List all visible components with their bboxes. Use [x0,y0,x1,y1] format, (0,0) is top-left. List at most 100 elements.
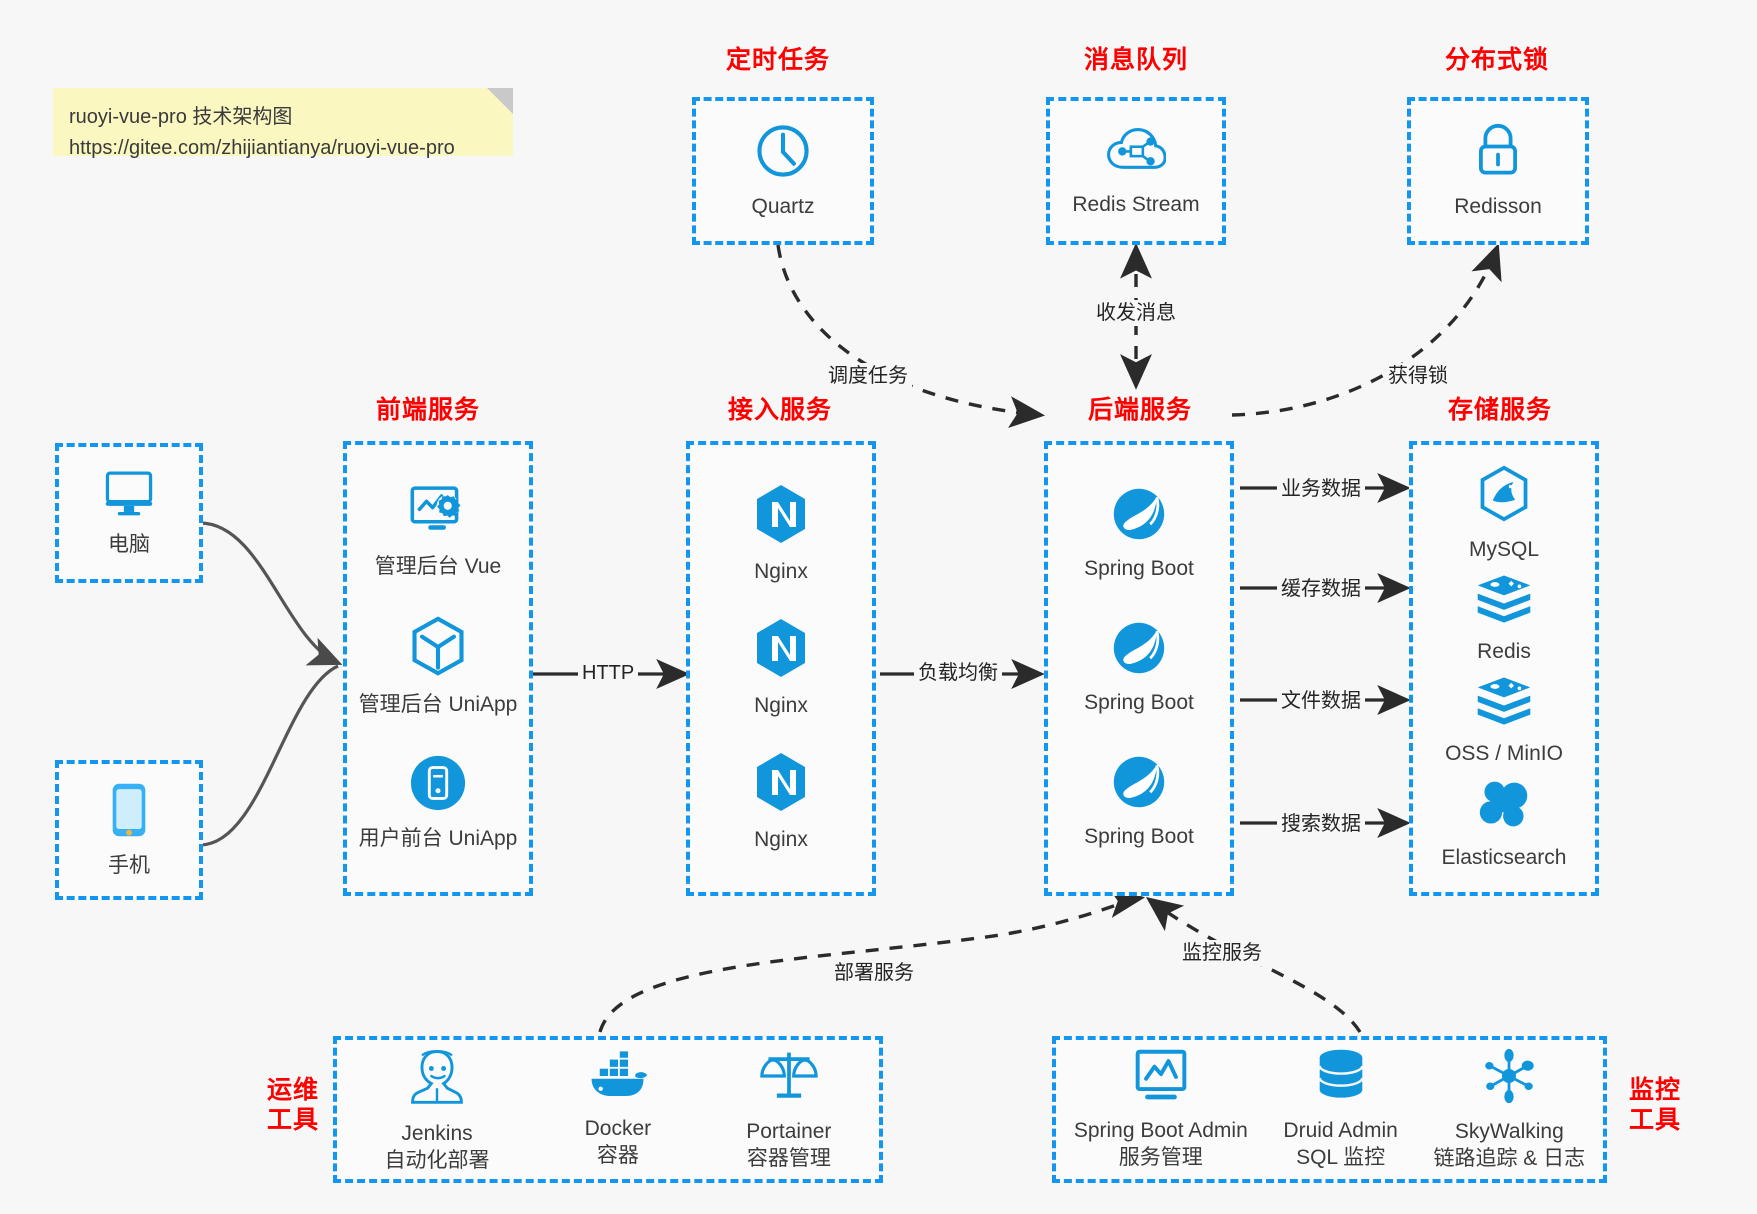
node-spring-boot-3[interactable]: Spring Boot [1084,754,1194,851]
group-storage[interactable]: MySQL Redis [1409,441,1599,896]
node-label: 手机 [108,853,150,877]
edge-label-send-receive-message: 收发消息 [1092,300,1180,326]
edge-label-business-data: 业务数据 [1277,476,1365,502]
node-computer[interactable]: 电脑 [101,468,157,559]
node-label: Docker 容器 [584,1116,652,1167]
node-nginx-2[interactable]: Nginx [753,617,809,720]
node-jenkins[interactable]: Jenkins 自动化部署 [385,1045,490,1175]
node-label: Redis Stream [1072,192,1200,216]
node-docker[interactable]: Docker 容器 [584,1050,652,1170]
node-redisson[interactable]: Redisson [1454,122,1542,221]
node-label: Portainer 容器管理 [746,1119,832,1170]
group-monitoring[interactable]: Spring Boot Admin 服务管理 [1052,1036,1607,1183]
spring-leaf-icon [1111,754,1167,815]
edge-pc-to-frontend [199,521,343,666]
node-label: Spring Boot [1084,691,1194,715]
group-backend[interactable]: Spring Boot Spring Boot Spring Boot [1044,441,1234,896]
node-elasticsearch[interactable]: Elasticsearch [1442,777,1566,872]
node-spring-boot-1[interactable]: Spring Boot [1084,486,1194,583]
node-druid-admin[interactable]: Druid Admin SQL 监控 [1283,1048,1398,1172]
node-nginx-1[interactable]: Nginx [753,483,809,586]
node-label: Nginx [754,694,808,718]
group-client-pc[interactable]: 电脑 [55,443,203,583]
node-label: Druid Admin SQL 监控 [1283,1118,1398,1169]
caption-backend: 后端服务 [1087,396,1192,424]
dashboard-gear-icon [407,484,469,545]
node-label: Quartz [751,194,815,218]
node-label: SkyWalking 链路追踪 & 日志 [1433,1119,1586,1170]
caption-monitoring: 监控 工具 [1628,1076,1681,1134]
node-phone[interactable]: 手机 [108,781,150,880]
redis-stack-icon [1475,675,1533,732]
cube-icon [409,616,467,683]
edge-label-cache-data: 缓存数据 [1277,576,1365,602]
node-quartz[interactable]: Quartz [751,122,815,221]
cloud-node-icon [1106,124,1167,183]
node-admin-vue[interactable]: 管理后台 Vue [375,484,501,581]
mobile-circle-icon [409,754,467,817]
node-nginx-3[interactable]: Nginx [753,751,809,854]
sticky-note: ruoyi-vue-pro 技术架构图 https://gitee.com/zh… [53,88,513,159]
caption-distributed-lock: 分布式锁 [1444,46,1549,74]
group-message-queue[interactable]: Redis Stream [1046,97,1226,245]
edge-monitoring-to-backend [1145,896,1362,1033]
edge-label-http: HTTP [578,660,639,686]
group-devops[interactable]: Jenkins 自动化部署 Docke [333,1036,883,1183]
lock-icon [1471,122,1525,185]
skywalking-node-icon [1480,1047,1538,1110]
node-spring-boot-2[interactable]: Spring Boot [1084,620,1194,717]
caption-frontend: 前端服务 [375,396,480,424]
note-title: ruoyi-vue-pro 技术架构图 [69,106,293,128]
node-label: Redis [1477,640,1531,664]
group-frontend[interactable]: 管理后台 Vue 管理后台 UniApp 用户前台 UniApp [343,441,533,896]
redis-stack-icon [1475,573,1533,630]
jenkins-butler-icon [406,1045,468,1112]
node-label: Spring Boot Admin 服务管理 [1073,1118,1248,1169]
edge-label-file-data: 文件数据 [1277,688,1365,714]
node-label: Jenkins 自动化部署 [384,1121,490,1172]
clock-icon [754,122,812,185]
monitor-chart-icon [1132,1048,1190,1109]
caption-storage: 存储服务 [1447,396,1552,424]
node-oss-minio[interactable]: OSS / MinIO [1445,675,1563,768]
group-scheduled-task[interactable]: Quartz [692,97,874,245]
node-label: Nginx [754,828,808,852]
node-label: Spring Boot [1084,825,1194,849]
spring-leaf-icon [1111,486,1167,547]
node-label: OSS / MinIO [1445,741,1563,765]
scales-balance-icon [760,1047,818,1110]
node-label: Spring Boot [1084,556,1194,580]
smartphone-icon [109,781,149,844]
group-distributed-lock[interactable]: Redisson [1407,97,1589,245]
node-label: Nginx [754,559,808,583]
caption-message-queue: 消息队列 [1083,46,1188,74]
node-mysql[interactable]: MySQL [1469,465,1539,564]
node-admin-uniapp[interactable]: 管理后台 UniApp [359,616,517,719]
spring-leaf-icon [1111,620,1167,681]
node-label: 用户前台 UniApp [358,826,518,850]
elasticsearch-icon [1476,777,1532,836]
nginx-icon [753,483,809,550]
group-gateway[interactable]: Nginx Nginx Nginx [686,441,876,896]
mysql-dolphin-icon [1477,465,1531,528]
desktop-monitor-icon [101,468,157,523]
edge-label-load-balance: 负载均衡 [914,660,1002,686]
node-skywalking[interactable]: SkyWalking 链路追踪 & 日志 [1433,1047,1585,1173]
node-spring-boot-admin[interactable]: Spring Boot Admin 服务管理 [1074,1048,1248,1172]
node-label: 电脑 [108,532,150,556]
node-redis[interactable]: Redis [1475,573,1533,666]
nginx-icon [753,751,809,818]
caption-devops: 运维 工具 [266,1076,319,1134]
node-portainer[interactable]: Portainer 容器管理 [746,1047,831,1173]
node-label: Redisson [1454,194,1542,218]
nginx-icon [753,617,809,684]
caption-gateway: 接入服务 [727,396,832,424]
edge-label-deploy-service: 部署服务 [830,960,918,986]
docker-whale-icon [587,1050,649,1107]
node-user-uniapp[interactable]: 用户前台 UniApp [358,754,518,853]
group-client-mobile[interactable]: 手机 [55,760,203,900]
edge-label-monitor-service: 监控服务 [1178,940,1266,966]
edge-quartz-to-backend [776,244,1046,429]
node-redis-stream[interactable]: Redis Stream [1072,124,1200,219]
